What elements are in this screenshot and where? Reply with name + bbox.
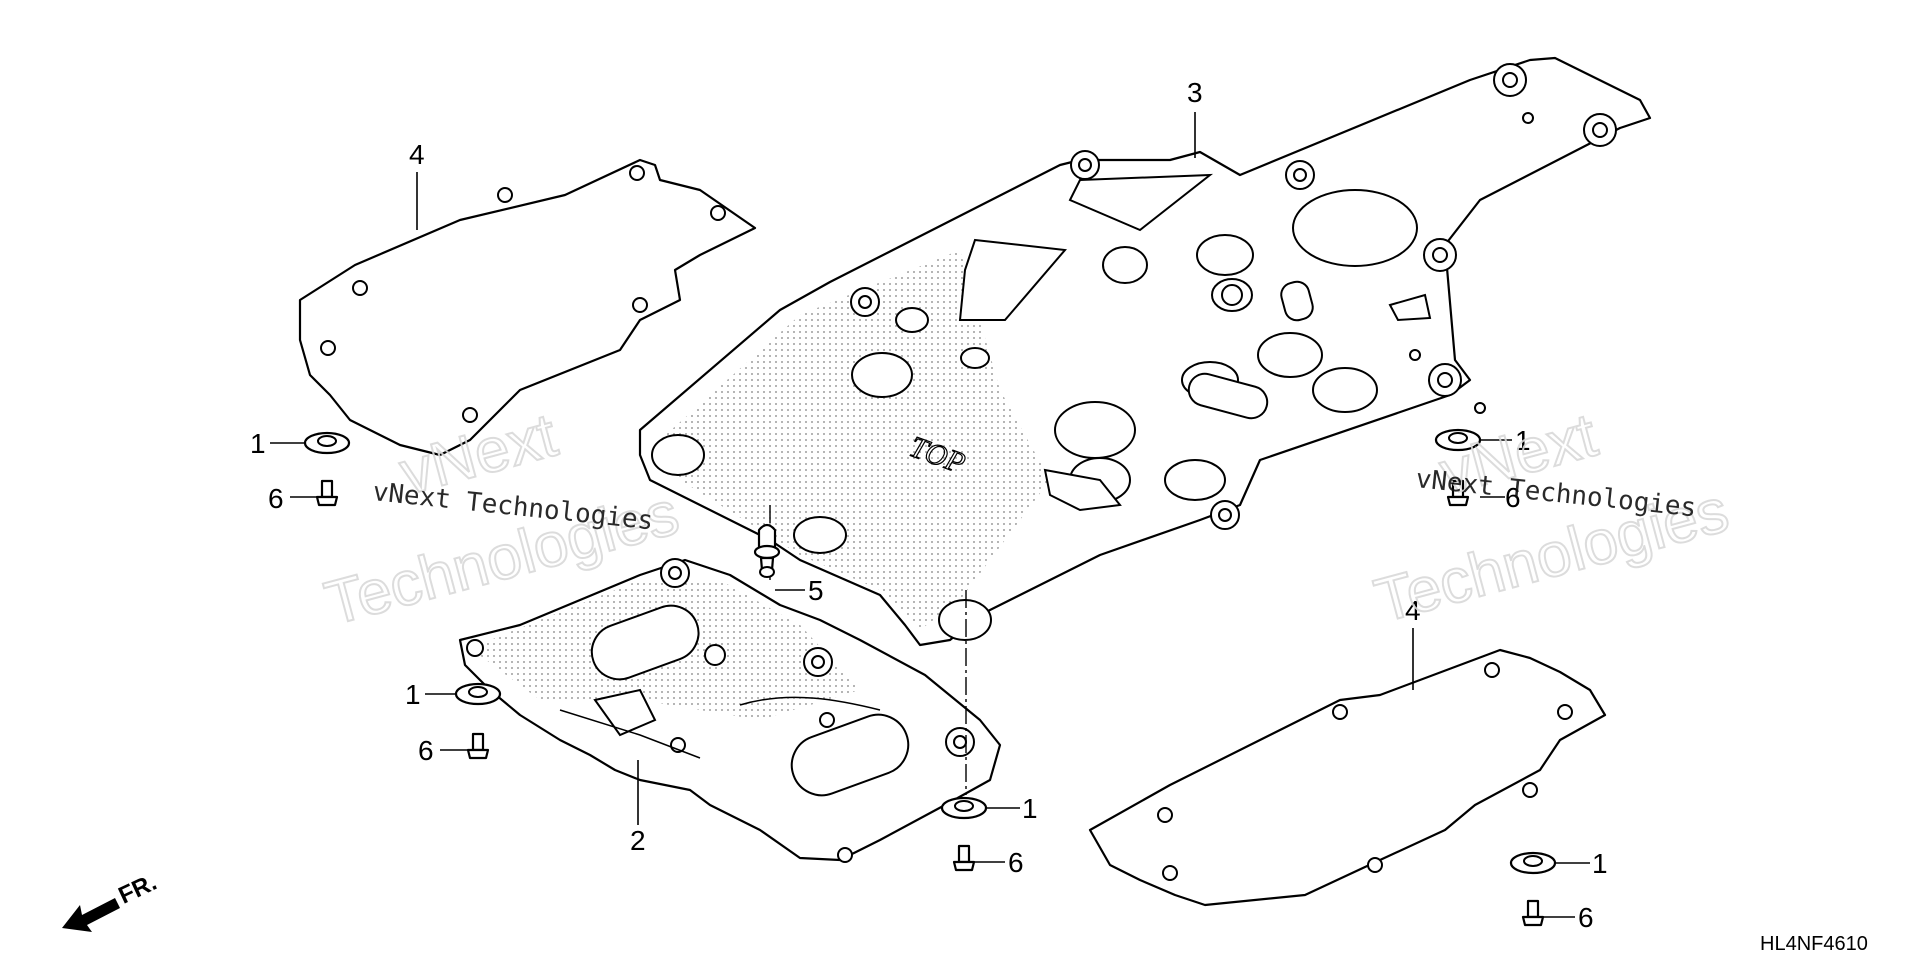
side-panel-part-4-right <box>1088 648 1607 907</box>
screw-part-6 <box>315 479 1545 927</box>
front-indicator-label: FR. <box>114 869 160 910</box>
callout-3: 3 <box>1187 77 1203 108</box>
washer-part-1 <box>303 428 1557 875</box>
callout-1: 1 <box>1515 425 1531 456</box>
callout-1: 1 <box>250 428 266 459</box>
callout-1: 1 <box>1592 848 1608 879</box>
front-plate-part-2 <box>458 558 1002 863</box>
clip-part-5 <box>753 523 781 578</box>
leader-lines <box>270 112 1590 918</box>
callout-4: 4 <box>1405 595 1421 626</box>
callout-1: 1 <box>405 679 421 710</box>
callout-6: 6 <box>1505 482 1521 513</box>
callout-5: 5 <box>808 575 824 606</box>
callout-4: 4 <box>409 139 425 170</box>
callout-6: 6 <box>268 483 284 514</box>
callout-1: 1 <box>1022 793 1038 824</box>
skid-plate-part-3: TOP <box>638 56 1652 647</box>
side-panel-part-4-left <box>298 158 757 457</box>
callout-2: 2 <box>630 825 646 856</box>
front-direction-arrow-icon: FR. <box>62 869 161 932</box>
diagram-code: HL4NF4610 <box>1760 933 1868 955</box>
callout-6: 6 <box>1578 902 1594 933</box>
callout-6: 6 <box>418 735 434 766</box>
callout-6: 6 <box>1008 847 1024 878</box>
